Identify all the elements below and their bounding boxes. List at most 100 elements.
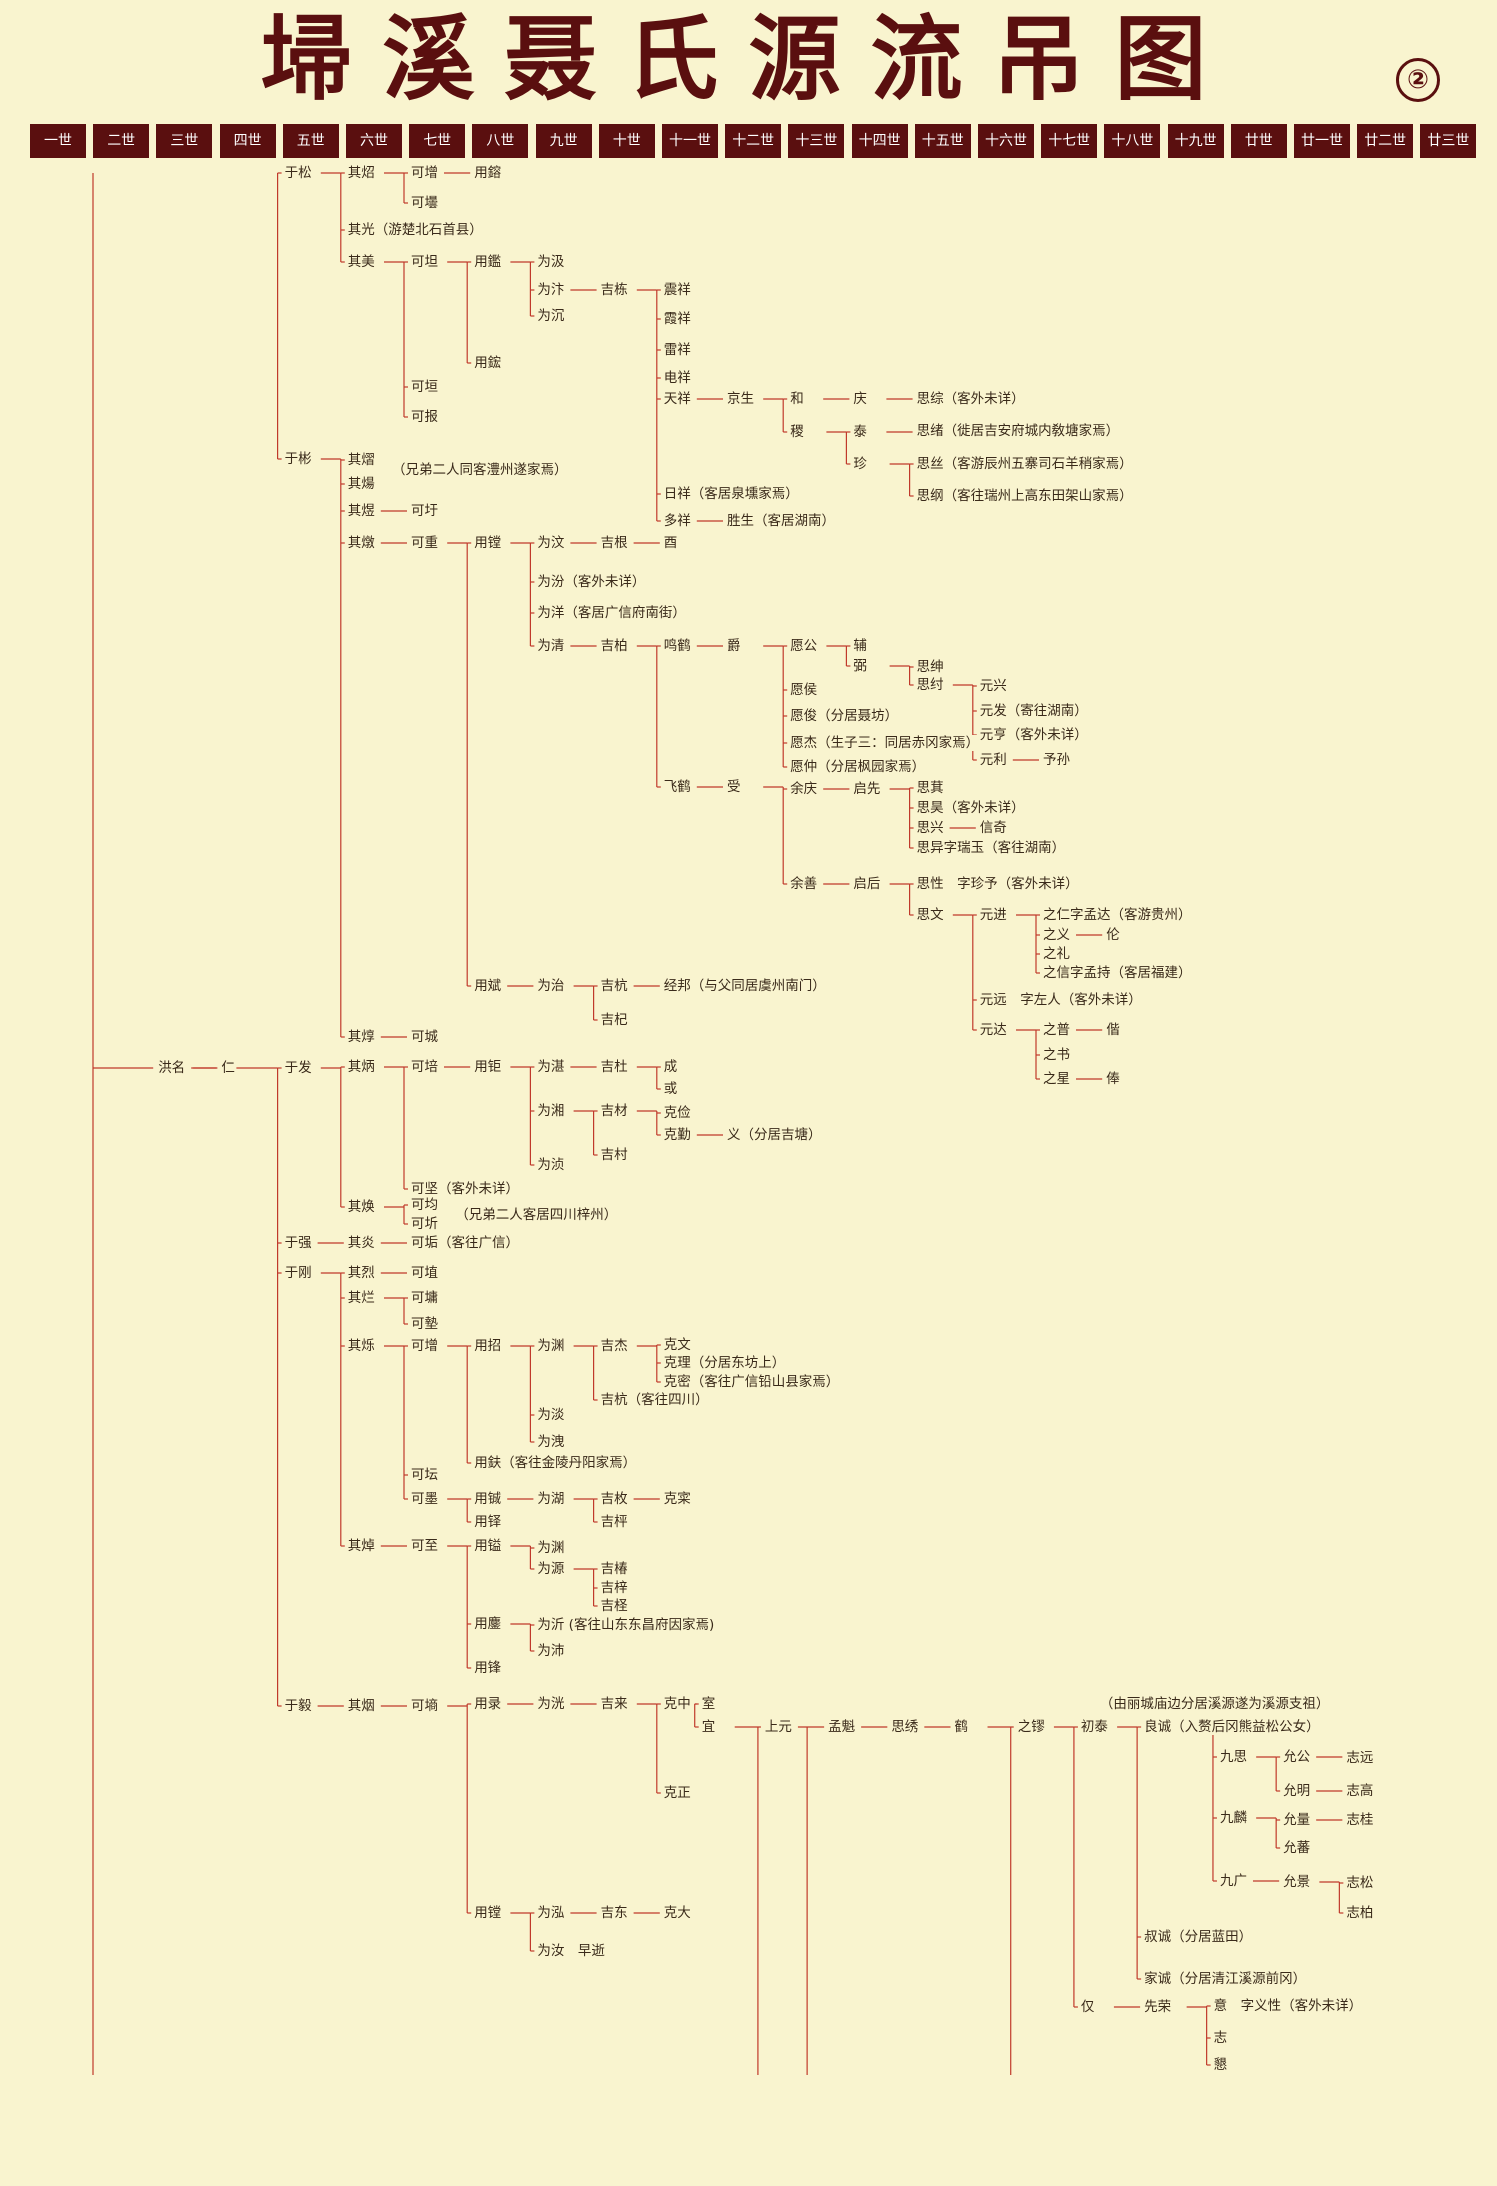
tree-node: 克勤 <box>662 1127 692 1143</box>
tree-node: 其燉 <box>346 535 376 551</box>
tree-node: 吉杜 <box>599 1059 629 1075</box>
tree-node: 吉东 <box>599 1905 629 1921</box>
tree-node: 为泓 <box>536 1905 566 1921</box>
tree-node: 可垣 <box>410 379 439 395</box>
tree-node: 为汴 <box>536 282 566 298</box>
tree-node: 其炤 <box>346 165 376 181</box>
tree-node: 其烁 <box>346 1338 376 1354</box>
tree-node: 可圻 <box>410 1216 439 1232</box>
tree-node: 可城 <box>410 1029 439 1045</box>
tree-node: 孟魁 <box>827 1719 857 1735</box>
tree-node: 愿仲（分居枫园家焉） <box>789 759 927 775</box>
generation-header: 十五世 <box>914 124 971 158</box>
tree-node: 启后 <box>852 876 882 892</box>
generation-header: 十世 <box>598 124 655 158</box>
tree-node: 天祥 <box>662 391 692 407</box>
tree-node: 元进 <box>978 907 1008 923</box>
tree-node: 吉梓 <box>599 1580 629 1596</box>
tree-node: 意 字义性（客外未详） <box>1212 1998 1364 2014</box>
tree-node: 可增 <box>410 1338 439 1354</box>
tree-node: 思丝（客游辰州五寨司石羊稍家焉） <box>915 456 1134 472</box>
tree-node: 愿公 <box>789 638 819 654</box>
tree-node: 九麟 <box>1218 1810 1248 1826</box>
tree-node: 仅 <box>1079 1999 1096 2015</box>
tree-node: 思绅 <box>915 659 945 675</box>
tree-node: 元兴 <box>978 678 1008 694</box>
page-title: 埽溪聂氏源流吊图 <box>260 5 1237 113</box>
tree-node: 于松 <box>283 165 313 181</box>
tree-node: 为渊 <box>536 1338 566 1354</box>
tree-node: 仁 <box>220 1060 236 1076</box>
tree-node: 家诚（分居清江溪源前冈） <box>1143 1971 1308 1987</box>
tree-node: 为洋（客居广信府南街） <box>536 605 687 621</box>
tree-node: 之书 <box>1042 1047 1071 1063</box>
generation-header: 十四世 <box>851 124 908 158</box>
tree-node: 可坚（客外未详） <box>410 1181 520 1197</box>
tree-node: 志柏 <box>1345 1905 1375 1921</box>
tree-node: 九思 <box>1218 1749 1248 1765</box>
tree-node: 为湘 <box>536 1103 566 1119</box>
tree-node: 可埴 <box>410 1265 439 1281</box>
tree-node: 为治 <box>536 978 566 994</box>
generation-header: 十一世 <box>662 124 718 158</box>
tree-node: 飞鹤 <box>662 779 692 795</box>
tree-node: 克中 <box>662 1696 692 1712</box>
tree-node: 经邦（与父同居虞州南门） <box>662 978 827 994</box>
tree-node: 为清 <box>536 638 566 654</box>
tree-node: 先荣 <box>1143 1999 1173 2015</box>
tree-node: 洪名 <box>157 1060 187 1076</box>
tree-node: 思昊（客外未详） <box>915 800 1026 816</box>
tree-node: 思异字瑞玉（客往湖南） <box>915 840 1067 856</box>
tree-node: 用招 <box>473 1338 503 1354</box>
generation-header: 十九世 <box>1167 124 1224 158</box>
tree-node: 吉根 <box>599 535 629 551</box>
tree-node: （兄弟二人同客澧州遂家焉） <box>391 462 569 478</box>
tree-node: 多祥 <box>662 513 692 529</box>
tree-node: 余善 <box>789 876 819 892</box>
tree-node: 志 <box>1212 2030 1229 2046</box>
tree-node: 之义 <box>1042 927 1071 943</box>
tree-node: 为汾（客外未详） <box>536 574 647 590</box>
tree-node: 吉村 <box>599 1147 629 1163</box>
tree-node: 受 <box>726 779 742 795</box>
tree-node: 俸 <box>1105 1071 1121 1087</box>
tree-node: 为汲 <box>536 254 566 270</box>
tree-node: 可均 <box>410 1197 439 1213</box>
tree-node: 用鏖 <box>473 1616 503 1632</box>
tree-node: 酉 <box>662 535 679 551</box>
tree-node: 于毅 <box>283 1698 313 1714</box>
tree-node: 电祥 <box>662 370 692 386</box>
tree-node: 鸣鹤 <box>662 638 692 654</box>
tree-node: 元利 <box>978 752 1008 768</box>
tree-node: 思绣 <box>890 1719 920 1735</box>
tree-node: 吉椿 <box>599 1561 629 1577</box>
tree-node: 吉杭（客往四川） <box>599 1392 710 1408</box>
generation-header: 九世 <box>535 124 592 158</box>
generation-header: 十七世 <box>1041 124 1098 158</box>
tree-node: 志远 <box>1345 1750 1375 1766</box>
tree-node: 元发（寄往湖南） <box>978 703 1089 719</box>
tree-node: 其炳 <box>346 1059 376 1075</box>
tree-node: 志高 <box>1345 1783 1375 1799</box>
tree-node: 吉栋 <box>599 282 629 298</box>
tree-node: 其烂 <box>346 1290 376 1306</box>
tree-node: 珍 <box>852 456 868 472</box>
tree-node: 思文 <box>915 907 945 923</box>
tree-node: 日祥（客居泉壎家焉） <box>662 486 800 502</box>
tree-node: 可坦 <box>410 254 439 270</box>
generation-header: 十三世 <box>788 124 845 158</box>
page-number-badge: ② <box>1396 58 1440 102</box>
tree-node: 鹤 <box>953 1719 970 1735</box>
generation-header: 六世 <box>346 124 402 158</box>
tree-node: 可坛 <box>410 1467 439 1483</box>
tree-node: 伦 <box>1105 927 1121 943</box>
tree-node: 之仁字孟达（客游贵州） <box>1042 907 1193 923</box>
tree-node: 元亨（客外未详） <box>978 727 1089 743</box>
tree-node: 克寀 <box>662 1491 692 1507</box>
tree-node: 于刚 <box>283 1265 313 1281</box>
tree-node: 可墊 <box>410 1316 439 1332</box>
tree-node: 用鋐 <box>473 355 503 371</box>
tree-node: 志松 <box>1345 1875 1375 1891</box>
tree-node: 思综（客外未详） <box>915 391 1026 407</box>
